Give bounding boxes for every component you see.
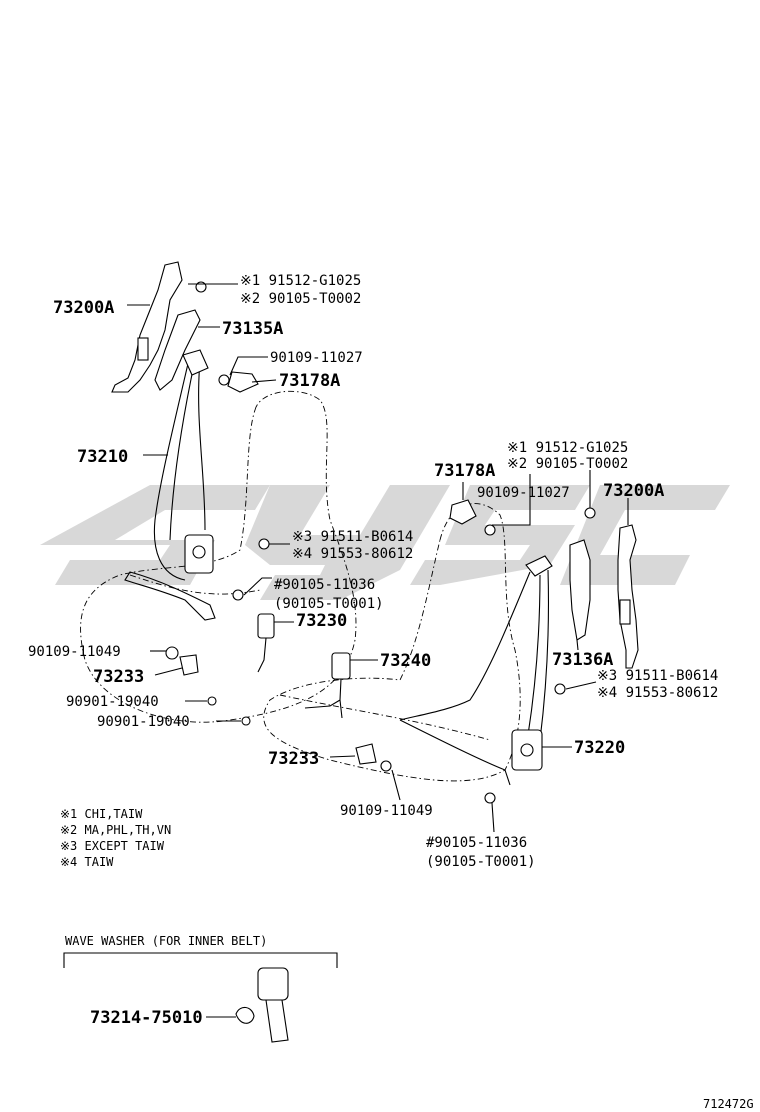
label-90105-11036-left: #90105-11036 [274,577,375,593]
wave-washer-title: WAVE WASHER (FOR INNER BELT) [65,934,267,948]
cover-73178A-right [449,499,477,525]
buckle-73230 [257,613,275,639]
washer-90901-a [207,696,217,706]
label-73233-center: 73233 [268,749,319,769]
shoulder-anchor-left [182,349,209,376]
leader-73178A-left [251,379,277,383]
label-73136A: 73136A [552,650,613,670]
anchor-bracket-right [617,524,639,669]
label-90105-T0001-right: (90105-T0001) [426,854,536,870]
belt-webbing-right [399,569,549,786]
label-73220: 73220 [574,738,625,758]
leader-73136A [576,639,579,651]
inset-bracket [63,952,338,968]
watermark-logo [40,485,730,600]
bolt-90109-11027-right [484,524,496,536]
bolt-90109-11049-left [165,646,179,660]
label-90109-11027-right: 90109-11027 [477,485,570,501]
label-note4-left: ※4 91553-80612 [292,546,413,562]
leader-90109-11027-right [492,474,531,526]
label-73210: 73210 [77,447,128,467]
label-90109-11049-left: 90109-11049 [28,644,121,660]
label-73214-75010: 73214-75010 [90,1008,203,1028]
bolt-90109-11049-center [380,760,392,772]
label-note1-left: ※1 91512-G1025 [240,273,361,289]
buckle-73230-strap [257,637,267,673]
label-90901-19040-b: 90901-19040 [97,714,190,730]
label-90109-11027-left: 90109-11027 [270,350,363,366]
label-90901-19040-a: 90901-19040 [66,694,159,710]
anchor-adjuster-right [619,599,631,625]
seat-crease-left [129,574,261,595]
left-belt-assembly [80,261,401,801]
retractor-spool-right [520,743,534,757]
bolt-90109-11027-left [218,374,230,386]
label-73200A-left: 73200A [53,298,114,318]
label-note1-right: ※1 91512-G1025 [507,440,628,456]
label-90109-11049-center: 90109-11049 [340,803,433,819]
bolt-90105-11036-left [232,589,244,601]
retractor-spool-left [192,545,206,559]
bolt-91511-right [554,683,566,695]
seat-crease-right [279,694,491,741]
shoulder-anchor-right [525,555,553,577]
pillar-cover-right [569,539,591,641]
bolt-90105-11036-right [484,792,496,804]
seat-outline-right [263,503,521,782]
label-note3-left: ※3 91511-B0614 [292,529,413,545]
legend-item-1: ※1 CHI,TAIW [60,807,143,821]
leader-note3-right [565,681,597,690]
cover-73233-center [355,743,377,765]
label-90105-T0001-left: (90105-T0001) [274,596,384,612]
leader-90105-left [243,577,272,596]
belt-webbing-left [153,354,206,581]
region-legend: ※1 CHI,TAIW ※2 MA,PHL,TH,VN ※3 EXCEPT TA… [60,807,171,869]
buckle-73240-strap [304,678,343,719]
label-73233-left: 73233 [93,667,144,687]
wave-washer-inset: WAVE WASHER (FOR INNER BELT) 73214-75010 [63,934,338,1043]
anchor-adjuster-left [137,337,149,361]
label-note2-right: ※2 90105-T0002 [507,456,628,472]
buckle-73240 [331,652,351,680]
label-73135A: 73135A [222,319,283,339]
label-90105-11036-right: #90105-11036 [426,835,527,851]
legend-item-2: ※2 MA,PHL,TH,VN [60,823,171,837]
label-73240: 73240 [380,651,431,671]
right-belt-assembly [263,470,639,833]
bolt-91512-right [584,507,596,519]
inner-belt-buckle [257,967,289,1001]
leader-90109-11049-center [391,769,401,801]
leader-90109-11027-left [229,356,268,376]
legend-item-4: ※4 TAIW [60,855,114,869]
bolt-91511-left [258,538,270,550]
anchor-bracket-left [111,261,183,393]
cover-73233-left [179,654,199,676]
pillar-cover-left [154,309,201,391]
leader-73233-left [154,667,183,676]
leader-90105-right [491,802,495,833]
label-note2-left: ※2 90105-T0002 [240,291,361,307]
wave-washer-part [235,1006,255,1024]
label-note4-right: ※4 91553-80612 [597,685,718,701]
label-73178A-left: 73178A [279,371,340,391]
label-73178A-right: 73178A [434,461,495,481]
figure-code: 712472G [703,1097,754,1111]
legend-item-3: ※3 EXCEPT TAIW [60,839,165,853]
leader-73233-center [329,755,356,758]
label-73200A-right: 73200A [603,481,664,501]
inner-belt-strap [265,999,289,1043]
label-note3-right: ※3 91511-B0614 [597,668,718,684]
cover-73178A-left [227,371,259,393]
part-labels: 73200A ※1 91512-G1025 ※2 90105-T0002 731… [28,273,718,870]
lap-belt-left [124,571,216,621]
washer-90901-b [241,716,251,726]
label-73230: 73230 [296,611,347,631]
